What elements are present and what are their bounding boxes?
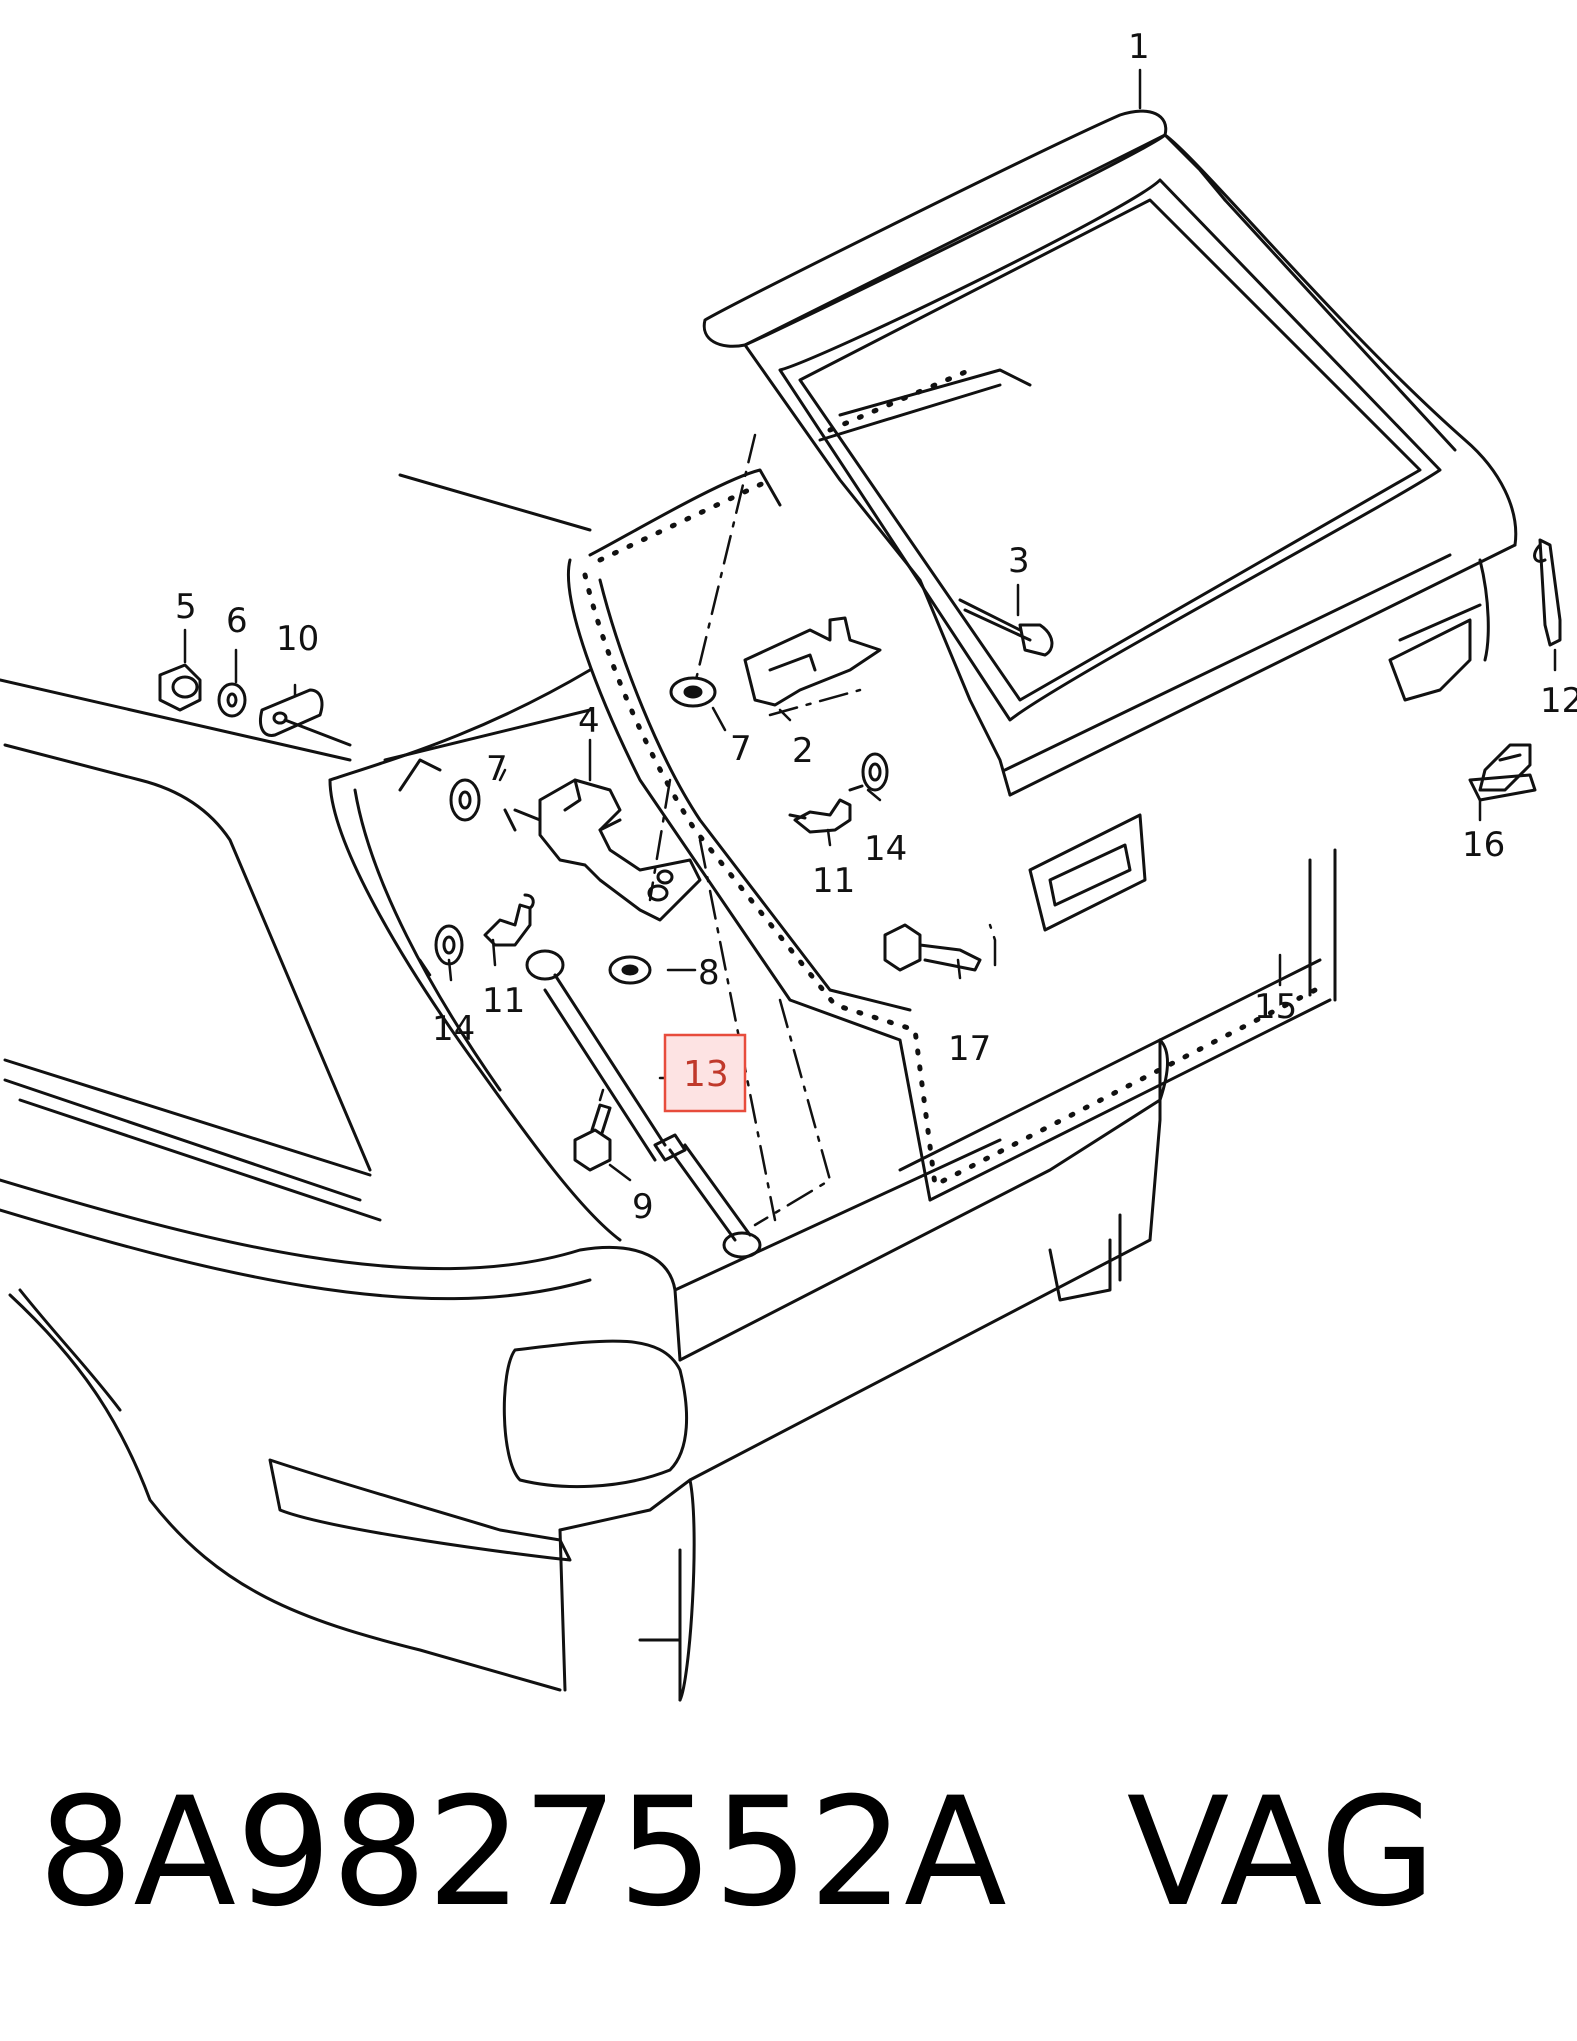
callout-5: 5 xyxy=(175,587,197,627)
fasteners xyxy=(158,538,1562,1172)
bracket-part-2 xyxy=(743,616,882,707)
callout-2: 2 xyxy=(792,731,814,771)
part-number: 8A9827552A xyxy=(38,1766,1007,1940)
callout-17: 17 xyxy=(948,1029,991,1069)
callout-14b: 14 xyxy=(432,1009,475,1049)
assembly-lines xyxy=(648,433,997,1227)
callout-10: 10 xyxy=(276,619,319,659)
tailgate-lid xyxy=(702,109,1518,797)
rear-quarter-panel xyxy=(0,473,622,1242)
callout-8: 8 xyxy=(698,953,720,993)
callout-3: 3 xyxy=(1008,541,1030,581)
brand-name: VAG xyxy=(1126,1766,1436,1940)
body-opening xyxy=(566,367,1337,1202)
callout-7b: 7 xyxy=(730,729,752,769)
callout-1: 1 xyxy=(1128,27,1150,67)
callout-12: 12 xyxy=(1540,681,1577,721)
callout-6: 6 xyxy=(226,601,248,641)
callout-numbers: 1 2 3 4 5 6 7 7 8 9 10 11 11 12 13 14 14… xyxy=(175,27,1577,1227)
callout-11a: 11 xyxy=(812,861,855,901)
callout-11b: 11 xyxy=(482,981,525,1021)
hinge-part-4 xyxy=(503,778,702,922)
callout-7a: 7 xyxy=(486,749,508,789)
highlight-box-13 xyxy=(663,1033,747,1113)
callout-13: 13 xyxy=(683,1054,729,1095)
callout-14a: 14 xyxy=(864,829,907,869)
right-tail-light xyxy=(1028,558,1490,932)
rear-bumper xyxy=(0,1038,1169,1702)
callout-16: 16 xyxy=(1462,825,1505,865)
callout-4: 4 xyxy=(578,701,600,741)
callout-9: 9 xyxy=(632,1187,654,1227)
callout-15: 15 xyxy=(1254,987,1297,1027)
gas-strut-part-13 xyxy=(525,949,762,1259)
